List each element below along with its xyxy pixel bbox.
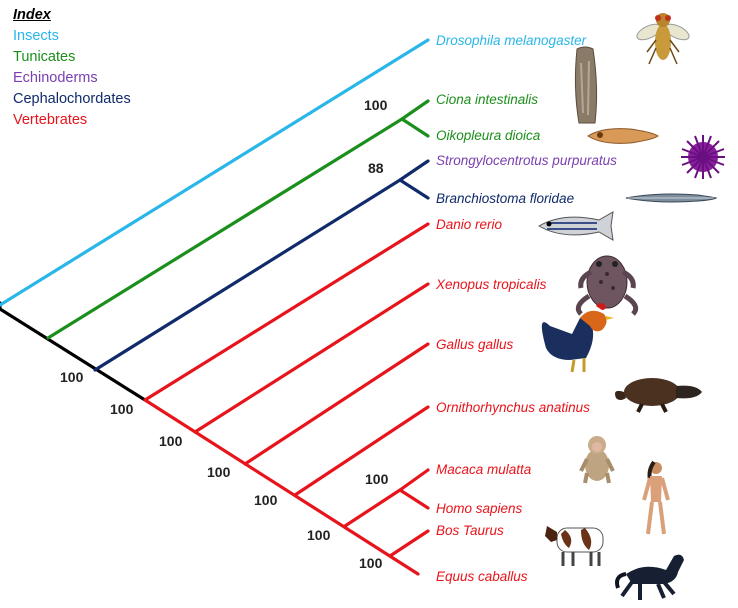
taxon-danio: Danio rerio — [436, 217, 503, 232]
taxon-equus: Equus caballus — [436, 569, 528, 584]
cow-icon — [545, 526, 603, 566]
branch-homo — [400, 490, 428, 508]
bootstrap-values: 100 88 100 100 100 100 100 100 100 100 — [60, 97, 389, 571]
bootstrap-node-4: 100 — [207, 464, 231, 480]
bootstrap-node-5: 100 — [254, 492, 278, 508]
macaque-icon — [581, 436, 613, 483]
horse-icon — [617, 555, 684, 600]
fly-icon — [635, 13, 692, 64]
branch-tunicates-stem — [48, 119, 402, 338]
branch-ciona — [402, 101, 428, 119]
taxon-xenopus: Xenopus tropicalis — [435, 277, 547, 292]
taxon-macaca: Macaca mulatta — [436, 462, 532, 477]
taxon-strongylocentrotus: Strongylocentrotus purpuratus — [436, 153, 617, 168]
branch-ornithorhynchus — [295, 407, 428, 495]
taxon-bos: Bos Taurus — [436, 523, 504, 538]
bootstrap-node-1: 100 — [60, 369, 84, 385]
bootstrap-laurasiatheria: 100 — [359, 555, 383, 571]
tree-branches — [0, 40, 428, 574]
taxon-oikopleura: Oikopleura dioica — [436, 128, 541, 143]
taxon-gallus: Gallus gallus — [436, 337, 514, 352]
bootstrap-node-2: 100 — [110, 401, 134, 417]
bootstrap-echinoderm-cephalochordate: 88 — [368, 160, 384, 176]
branch-macaca — [400, 470, 428, 490]
bootstrap-node-6: 100 — [307, 527, 331, 543]
lancelet-icon — [626, 194, 716, 202]
bootstrap-tunicates: 100 — [364, 97, 388, 113]
frog-icon — [578, 256, 635, 314]
branch-vertebrate-stem — [145, 400, 418, 574]
branch-strongylocentrotus — [400, 161, 428, 180]
larvacean-icon — [588, 129, 658, 144]
taxon-ornithorhynchus: Ornithorhynchus anatinus — [436, 400, 590, 415]
platypus-icon — [615, 378, 702, 412]
branch-oikopleura — [402, 119, 428, 136]
taxon-ciona: Ciona intestinalis — [436, 92, 538, 107]
branch-laurasiatheria-stem — [390, 531, 428, 556]
branch-branchiostoma — [400, 180, 428, 198]
branch-primate-stem — [345, 490, 400, 526]
branch-xenopus — [195, 284, 428, 432]
taxon-drosophila: Drosophila melanogaster — [436, 33, 587, 48]
branch-deuterostome-stem — [95, 180, 400, 370]
taxon-homo: Homo sapiens — [436, 501, 523, 516]
zebrafish-icon — [539, 212, 613, 240]
sea-urchin-icon — [681, 135, 725, 179]
branch-gallus — [245, 344, 428, 464]
taxon-branchiostoma: Branchiostoma floridae — [436, 191, 574, 206]
sea-squirt-icon — [575, 47, 596, 123]
bootstrap-node-3: 100 — [159, 433, 183, 449]
human-icon — [644, 462, 668, 534]
bootstrap-primates: 100 — [365, 471, 389, 487]
